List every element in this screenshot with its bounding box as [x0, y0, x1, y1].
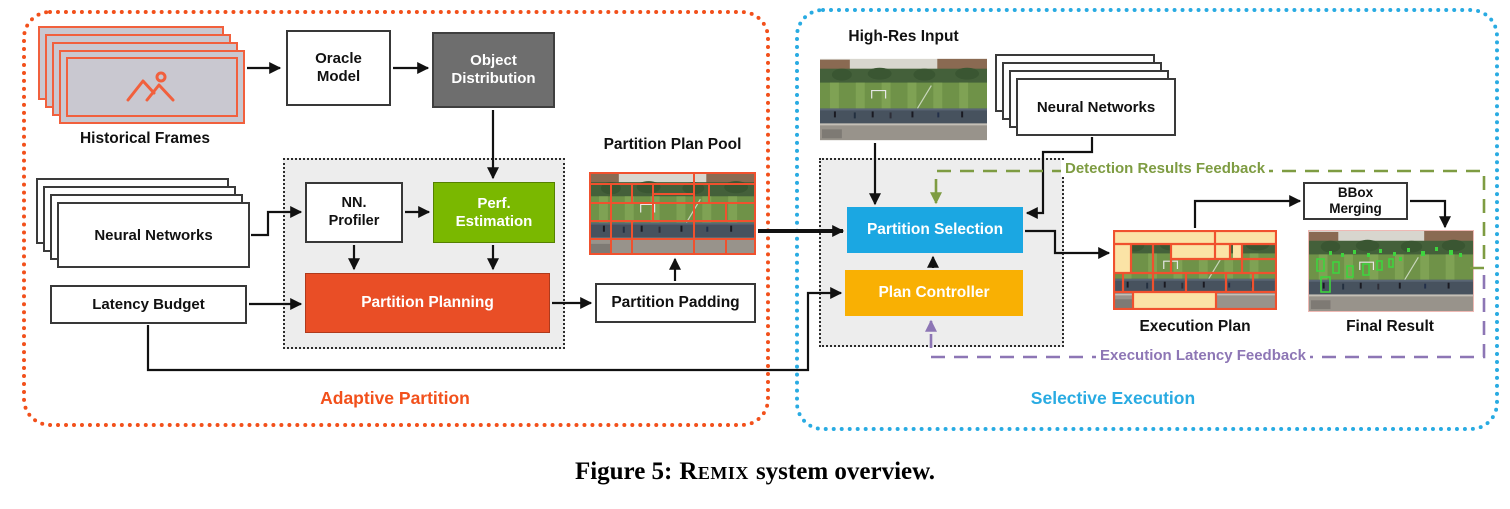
- partition-grid: [589, 172, 756, 255]
- frame-layer: [59, 50, 245, 124]
- nn-layer-front: Neural Networks: [1016, 78, 1176, 136]
- final-result-image: [1308, 230, 1474, 312]
- historical-frames-stack: [38, 26, 248, 126]
- latency-budget-node: Latency Budget: [50, 285, 247, 324]
- high-res-input-label: High-Res Input: [848, 28, 959, 45]
- historical-frames-label: Historical Frames: [79, 130, 211, 147]
- final-result-svg: [1309, 231, 1473, 311]
- nn-profiler-node: NN. Profiler: [305, 182, 403, 243]
- image-icon: [126, 71, 175, 102]
- plan-pool-svg: [589, 172, 756, 255]
- execution-plan-svg: [1112, 229, 1278, 311]
- high-res-svg: [820, 58, 987, 141]
- caption-system-name: Remix: [679, 458, 749, 485]
- neural-networks-stack-left: Neural Networks: [36, 178, 252, 270]
- detection-results-feedback-label: Detection Results Feedback: [1061, 160, 1270, 177]
- caption-suffix: system overview.: [755, 458, 936, 485]
- frame-inner-border: [66, 57, 238, 117]
- high-res-input-image: [820, 58, 987, 141]
- final-result-label: Final Result: [1346, 318, 1434, 335]
- selective-execution-label: Selective Execution: [1030, 388, 1196, 408]
- oracle-model-node: Oracle Model: [286, 30, 391, 106]
- nn-layer-front: Neural Networks: [57, 202, 250, 268]
- bbox-merging-node: BBox Merging: [1303, 182, 1408, 220]
- execution-plan-label: Execution Plan: [1139, 318, 1251, 335]
- adaptive-partition-label: Adaptive Partition: [320, 388, 470, 408]
- perf-estimation-node: Perf. Estimation: [433, 182, 555, 243]
- partition-selection-node: Partition Selection: [847, 207, 1023, 253]
- partition-plan-pool-label: Partition Plan Pool: [603, 136, 742, 153]
- partition-planning-node: Partition Planning: [305, 273, 550, 333]
- caption-prefix: Figure 5:: [574, 458, 673, 485]
- execution-plan-image: [1112, 229, 1278, 311]
- adaptive-partition-region: [22, 10, 770, 427]
- plan-controller-node: Plan Controller: [845, 270, 1023, 316]
- partition-padding-node: Partition Padding: [595, 283, 756, 323]
- partition-plan-pool-image: [589, 172, 756, 255]
- selective-execution-region: [795, 8, 1499, 431]
- object-distribution-node: Object Distribution: [432, 32, 555, 108]
- execution-latency-feedback-label: Execution Latency Feedback: [1096, 347, 1310, 364]
- neural-networks-stack-right: Neural Networks: [995, 54, 1177, 137]
